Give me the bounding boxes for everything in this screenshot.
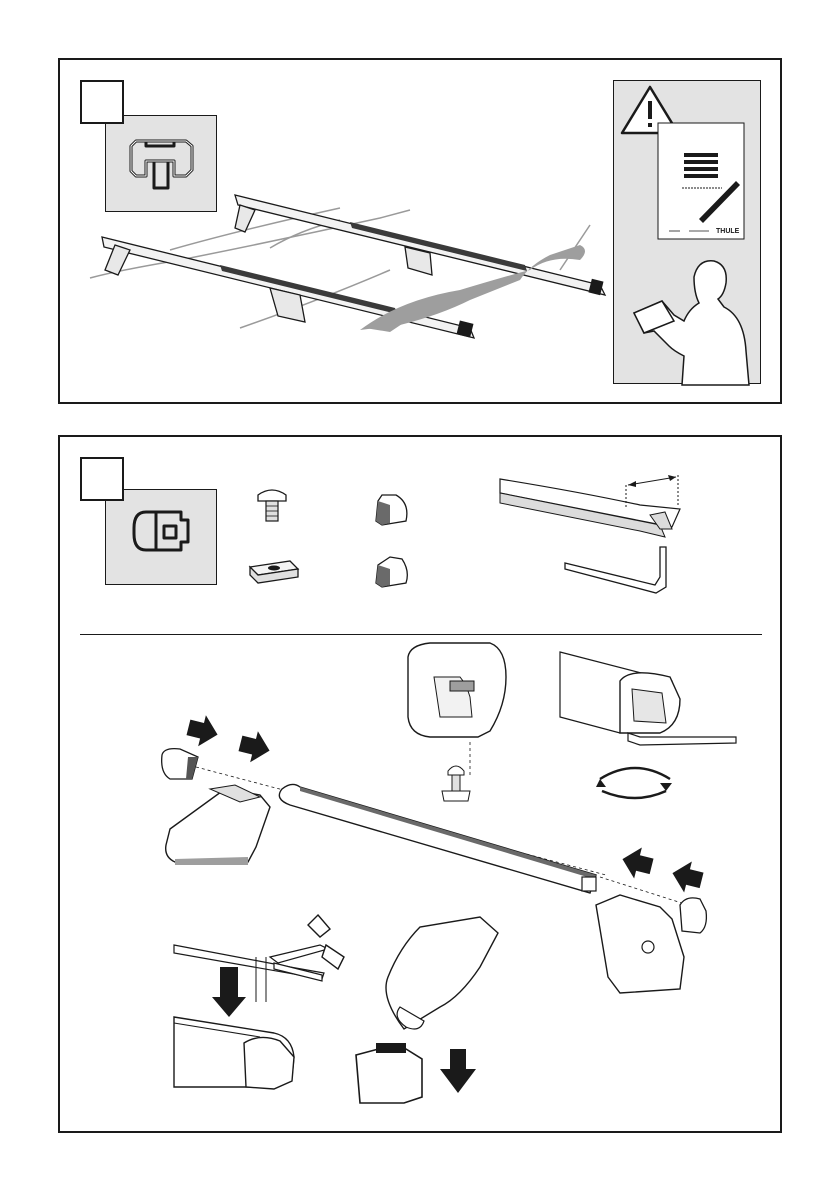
foot-left — [166, 789, 270, 862]
cutting-strip-illustration — [174, 915, 344, 1089]
hand-pressing-illustration — [356, 917, 498, 1103]
step-number-box-2 — [80, 457, 124, 501]
read-manual-illustration: THULE — [614, 81, 762, 385]
read-instructions-box: THULE — [613, 80, 761, 384]
foot-right — [596, 895, 684, 993]
push-arrows-right — [619, 844, 706, 896]
load-bar — [279, 784, 596, 893]
thule-logo: THULE — [716, 228, 740, 235]
bar-end-with-allen-key — [560, 652, 736, 798]
panel-step-2 — [58, 435, 782, 1133]
person-reading-figure — [634, 261, 749, 385]
panel-step-1: THULE — [58, 58, 782, 404]
assembly-illustration — [60, 437, 784, 1135]
step-number-box-1 — [80, 80, 124, 124]
foot-cap-detail — [408, 643, 506, 801]
